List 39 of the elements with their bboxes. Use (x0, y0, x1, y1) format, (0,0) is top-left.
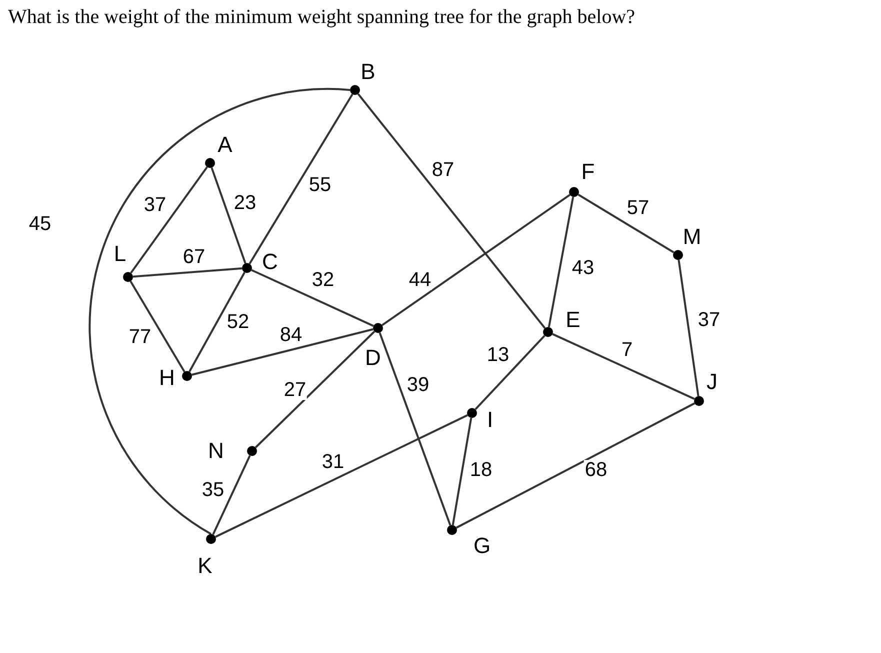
graph-edge (188, 272, 246, 372)
vertex-label: F (581, 161, 595, 183)
graph-edge (212, 455, 251, 535)
vertex-label: E (566, 309, 580, 331)
graph-edge (215, 414, 468, 538)
vertex-label: B (360, 61, 376, 83)
edge-weight: 27 (282, 380, 308, 400)
vertex-label: D (365, 347, 381, 369)
question-text: What is the weight of the minimum weight spanning tree for the graph below? (8, 5, 636, 30)
graph-edge (251, 269, 374, 327)
vertex-label: J (706, 371, 718, 393)
vertex-label: A (218, 134, 232, 156)
edge-weight: 44 (408, 270, 432, 290)
graph-edge (357, 93, 546, 329)
graph-edge (552, 333, 695, 400)
graph-edge (254, 330, 376, 448)
vertex-label: N (208, 440, 224, 462)
graph-edge (382, 194, 570, 326)
graph-edge (378, 332, 452, 526)
graph-edge (548, 196, 574, 328)
vertex-label: M (682, 226, 702, 248)
vertex-label: C (262, 251, 278, 273)
vertex-label: L (114, 243, 126, 265)
graph-edge (192, 328, 374, 376)
graph-edge (210, 167, 246, 264)
vertex-label: K (198, 555, 212, 577)
graph-edge (132, 267, 242, 278)
graph-edge (456, 402, 696, 529)
graph-edge (130, 280, 186, 372)
graph-edge (678, 260, 700, 396)
graph-edge (578, 194, 674, 254)
graph-edge (248, 94, 354, 264)
graph-edge (452, 418, 472, 526)
vertex-label: G (473, 535, 491, 557)
graph-edge (130, 166, 208, 274)
vertex-label: H (159, 367, 175, 389)
graph-edge (474, 334, 546, 410)
vertex-label: I (486, 409, 494, 431)
graph-edge (88, 88, 350, 535)
